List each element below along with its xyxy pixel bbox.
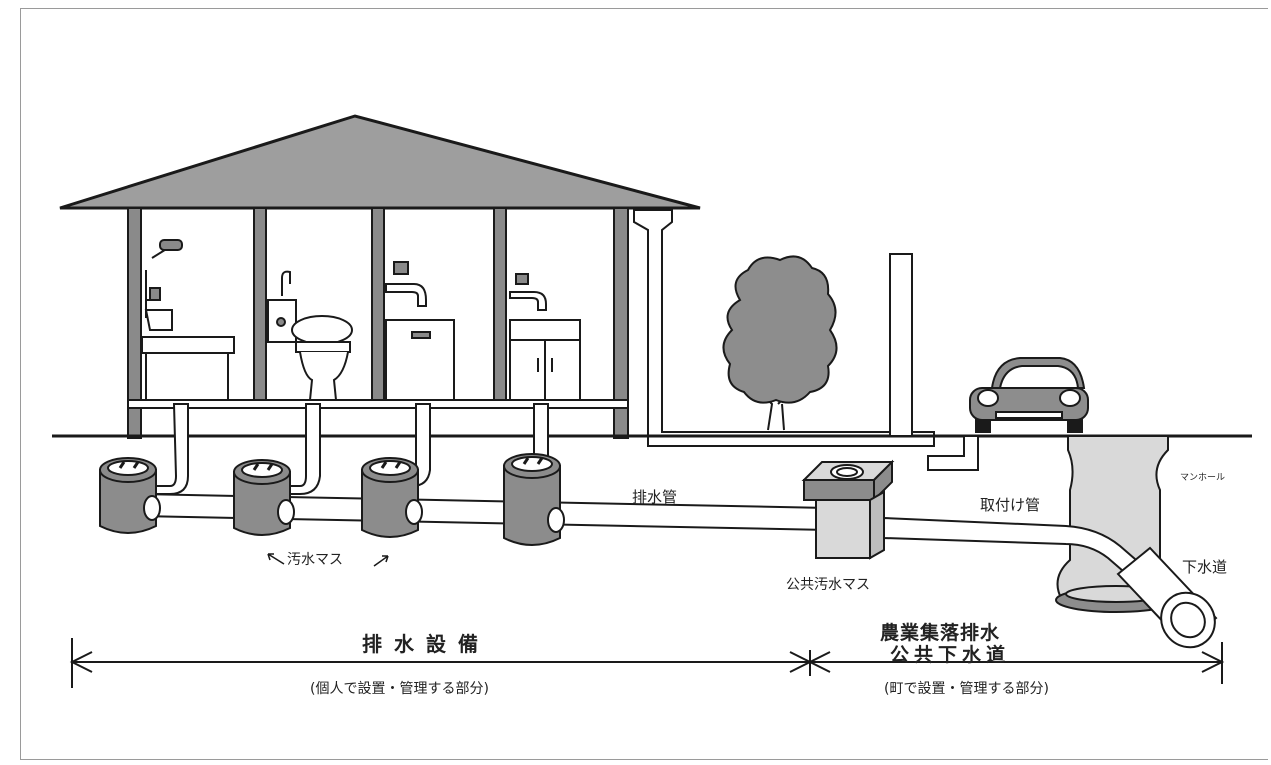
pipe-branch-4 <box>533 403 549 459</box>
house-roof <box>59 114 701 210</box>
sewage-masu-2 <box>233 459 295 536</box>
sink-fixture <box>385 261 455 401</box>
label-haisui-setsubi: 排水設備 <box>362 632 490 656</box>
dimension-line <box>69 638 1225 688</box>
sewage-masu-4 <box>503 453 565 546</box>
house-pillar-2 <box>371 207 385 404</box>
label-public-line2: 公共下水道 <box>890 644 1011 666</box>
pipe-branch-1 <box>155 403 189 495</box>
tree <box>722 255 838 431</box>
road-drain-pipe <box>927 435 979 471</box>
label-public-note: (町で設置・管理する部分) <box>884 681 1049 697</box>
label-haisuikan: 排水管 <box>632 488 678 506</box>
car <box>969 357 1089 433</box>
label-koukyou-osui-masu: 公共汚水マス <box>786 577 870 593</box>
label-haisui-setsubi-note: (個人で設置・管理する部分) <box>310 681 489 697</box>
house-pillar-3 <box>493 207 507 404</box>
sewage-masu-3 <box>361 457 423 538</box>
house-right-wall <box>613 207 629 439</box>
masu-arrow-left-icon <box>267 553 285 565</box>
sewage-masu-1 <box>99 457 161 534</box>
rain-gutter-pipe <box>633 209 935 447</box>
label-public-line1: 農業集落排水 <box>880 622 1001 644</box>
fence-post <box>889 253 913 437</box>
label-osui-masu: 汚水マス <box>287 552 343 568</box>
house-floor <box>127 399 629 409</box>
kitchen-sink-fixture <box>509 273 581 401</box>
public-sewage-masu <box>801 459 895 560</box>
label-toritsukekan: 取付け管 <box>980 496 1041 514</box>
washbasin-fixture <box>141 239 235 401</box>
masu-arrow-right-icon <box>373 555 389 567</box>
toilet-fixture <box>267 270 353 401</box>
label-manhole: マンホール <box>1180 473 1226 483</box>
house-pillar-1 <box>253 207 267 404</box>
house-left-wall <box>127 207 142 439</box>
pipe-branch-2 <box>289 403 321 495</box>
label-gesuido: 下水道 <box>1182 558 1228 576</box>
sewer-main-pipe <box>1116 546 1218 649</box>
